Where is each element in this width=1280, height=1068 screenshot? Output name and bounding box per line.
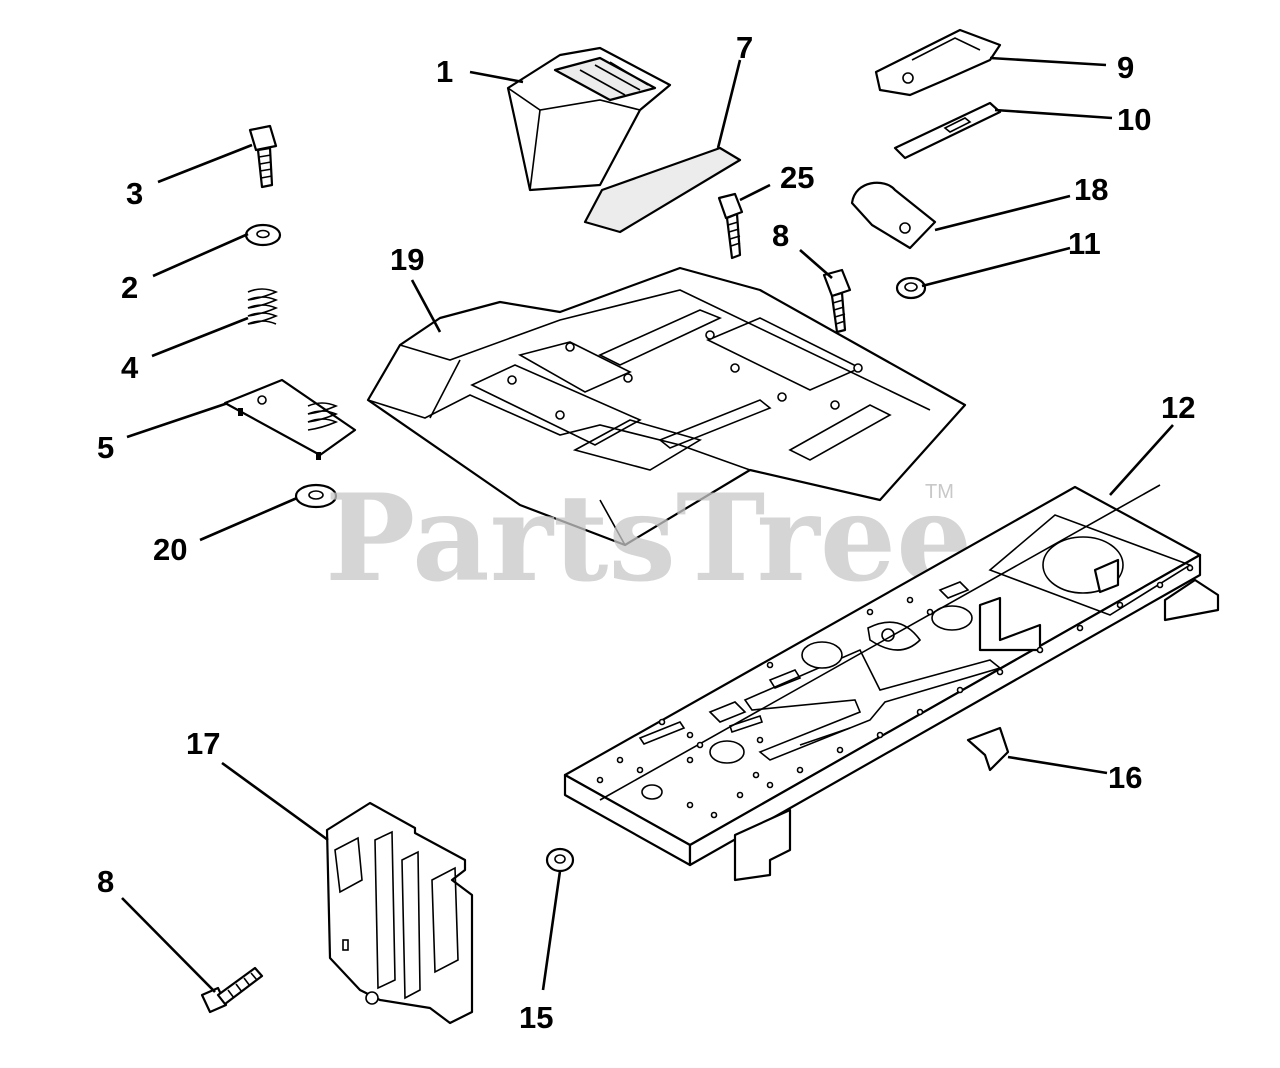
watermark-trademark: TM bbox=[925, 481, 954, 503]
callout-18[interactable]: 18 bbox=[1074, 172, 1108, 207]
part-19-fender-pan[interactable] bbox=[366, 266, 967, 547]
part-20-washer[interactable] bbox=[294, 483, 338, 509]
part-4-spring[interactable] bbox=[247, 288, 279, 325]
callout-15[interactable]: 15 bbox=[519, 1000, 553, 1035]
leader-lines bbox=[121, 56, 1174, 993]
callout-9[interactable]: 9 bbox=[1117, 50, 1134, 85]
callout-4[interactable]: 4 bbox=[121, 350, 139, 385]
callout-12[interactable]: 12 bbox=[1161, 390, 1195, 425]
part-7-decal[interactable] bbox=[583, 146, 742, 234]
callout-19[interactable]: 19 bbox=[390, 242, 424, 277]
callout-5[interactable]: 5 bbox=[97, 430, 114, 465]
callout-2[interactable]: 2 bbox=[121, 270, 138, 305]
callout-25[interactable]: 25 bbox=[780, 160, 814, 195]
part-3-bolt[interactable] bbox=[248, 124, 278, 189]
part-11-nut[interactable] bbox=[895, 276, 927, 300]
part-10-plate[interactable] bbox=[893, 101, 1002, 160]
callout-8-upper[interactable]: 8 bbox=[772, 218, 789, 253]
part-16-decal[interactable] bbox=[966, 726, 1010, 772]
part-9-bracket[interactable] bbox=[874, 28, 1002, 97]
callout-16[interactable]: 16 bbox=[1108, 760, 1142, 795]
part-5-seat-plate[interactable] bbox=[223, 378, 357, 460]
watermark: PartsTree TM bbox=[325, 468, 972, 609]
callout-11[interactable]: 11 bbox=[1068, 226, 1101, 261]
callout-labels: 1 7 9 10 3 25 18 8 11 2 19 4 12 5 20 17 … bbox=[97, 30, 1195, 1035]
callout-10[interactable]: 10 bbox=[1117, 102, 1151, 137]
part-8-bolt-upper[interactable] bbox=[822, 268, 852, 334]
part-8-bolt-lower[interactable] bbox=[200, 966, 264, 1014]
watermark-text: PartsTree bbox=[325, 468, 972, 609]
part-18-clamp[interactable] bbox=[850, 181, 937, 250]
callout-20[interactable]: 20 bbox=[153, 532, 187, 567]
callout-7[interactable]: 7 bbox=[736, 30, 753, 65]
callout-1[interactable]: 1 bbox=[436, 54, 453, 89]
callout-17[interactable]: 17 bbox=[186, 726, 220, 761]
frame-holes bbox=[596, 564, 1194, 819]
part-15-nut[interactable] bbox=[545, 847, 575, 873]
callout-3[interactable]: 3 bbox=[126, 176, 143, 211]
callout-8-lower[interactable]: 8 bbox=[97, 864, 114, 899]
part-25-bolt[interactable] bbox=[717, 192, 744, 260]
part-2-washer[interactable] bbox=[244, 223, 282, 247]
part-17-shield[interactable] bbox=[325, 801, 474, 1025]
part-12-frame[interactable] bbox=[563, 484, 1220, 882]
part-1-storage-tray[interactable] bbox=[506, 46, 672, 192]
